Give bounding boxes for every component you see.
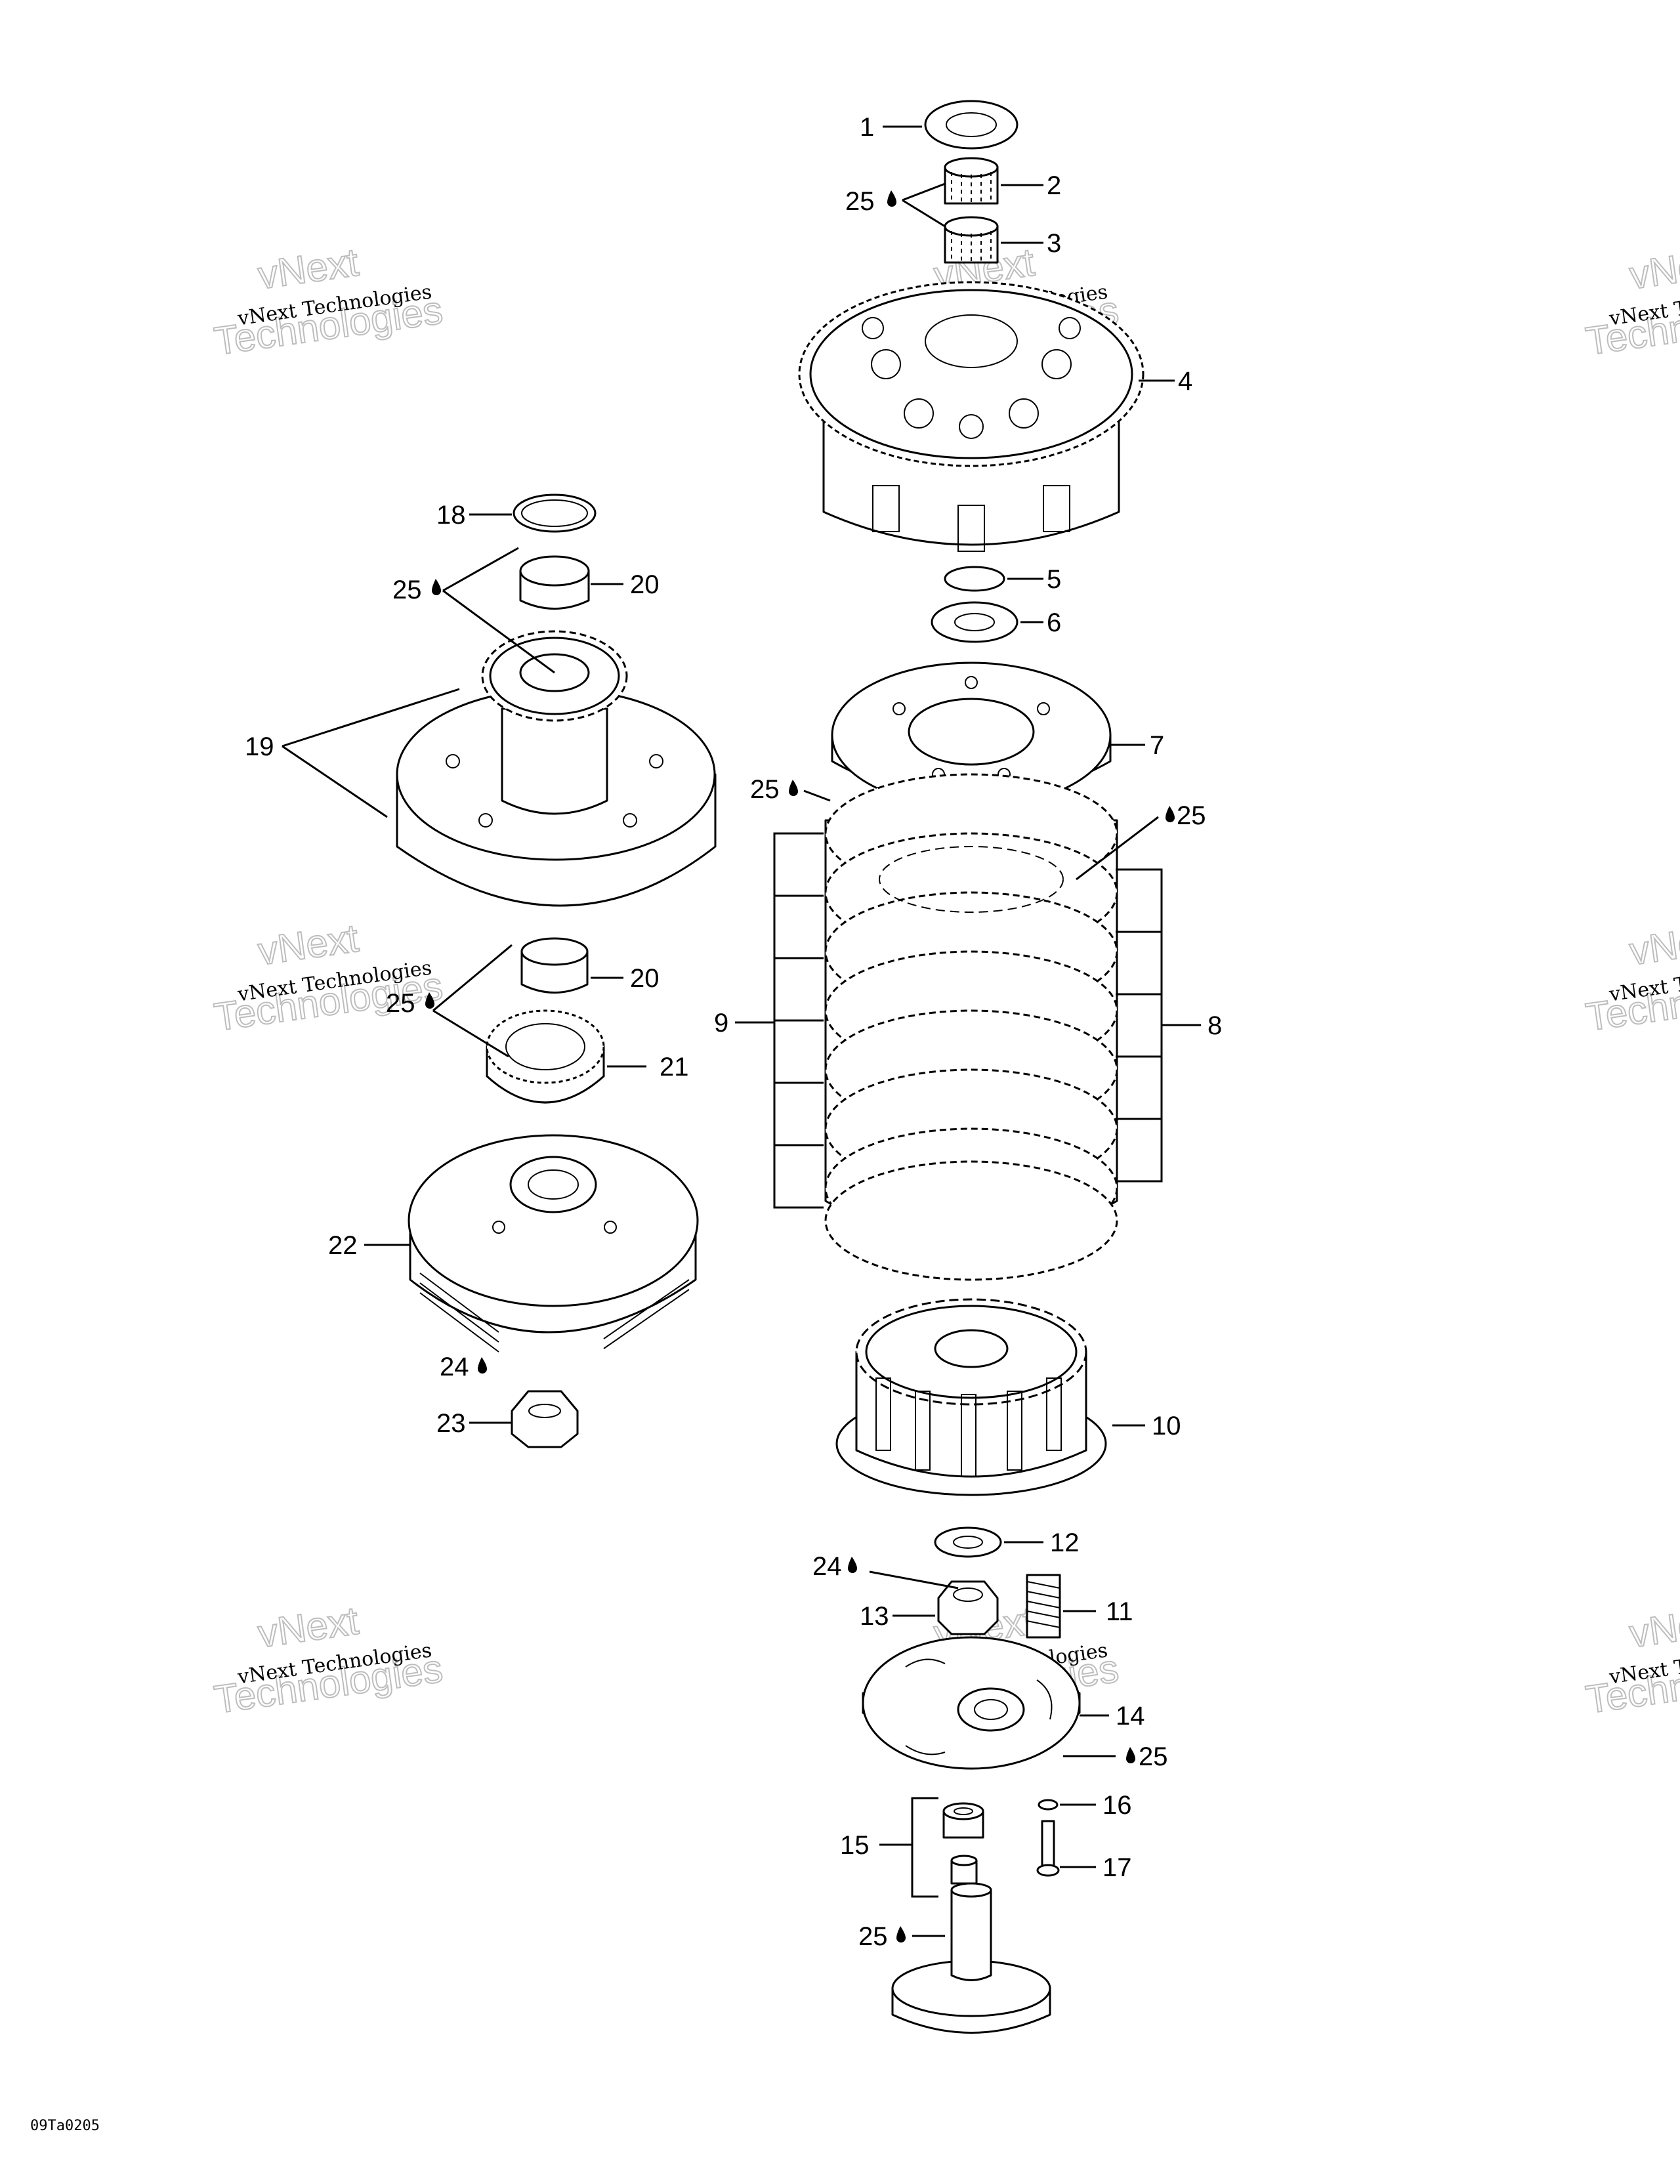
part-2-needle-bearing [944,157,999,205]
callout-20-b: 20 [630,964,660,993]
oil-drop-icon [1166,806,1175,822]
part-11-spring [1026,1574,1061,1639]
callout-8: 8 [1208,1011,1222,1040]
callout-20-a: 20 [630,570,660,599]
part-5-o-ring [944,566,1005,592]
callout-19: 19 [245,732,274,761]
oil-drop-icon [478,1357,487,1374]
part-13-nut [937,1580,999,1635]
callout-4: 4 [1178,367,1192,396]
part-23-nut [511,1390,579,1448]
callout-25-e: 25 [386,989,415,1018]
callout-25-b: 25 [750,775,780,804]
callout-21: 21 [660,1053,689,1082]
callout-16: 16 [1102,1791,1132,1820]
callout-25-f: 25 [858,1922,888,1951]
drawing-code: 09Ta0205 [30,2118,100,2134]
watermark-big-a: vNext [255,916,362,974]
callout-25-c: 25 [1177,801,1206,830]
callout-18: 18 [436,501,466,530]
part-18-o-ring [513,494,597,533]
watermark-9: vNext Technologies vNext Technologies [1582,1598,1680,1723]
callout-22: 22 [328,1231,358,1260]
part-4-clutch-housing-gear [798,281,1144,552]
part-10-clutch-hub [835,1298,1107,1496]
watermark-big-a: vNext [1627,916,1680,974]
part-6-washer [931,601,1018,643]
part-12-lock-washer [934,1526,1002,1558]
part-3-needle-bearing [944,216,999,264]
callout-3: 3 [1047,229,1061,258]
callout-1: 1 [860,113,874,142]
part-16-small-washer [1038,1799,1059,1811]
callout-labels: 1 2 3 25 4 5 6 7 25 25 9 8 10 12 24 13 1… [245,113,1222,1951]
watermark-big-a: vNext [255,1599,362,1656]
part-20-bushing-lower [520,937,589,994]
callout-12: 12 [1050,1528,1080,1557]
part-15-bearing-assembly [942,1802,984,1885]
part-17-bolt [1036,1820,1060,1877]
oil-drop-icon [1126,1747,1135,1763]
oil-drop-icon [887,190,896,207]
watermark-big-a: vNext [255,240,362,298]
oil-drop-icon [789,780,798,796]
callout-25-d: 25 [392,576,422,604]
part-14-lifter-plate [862,1636,1081,1770]
oil-drop-icons [425,190,1175,1942]
oil-drop-icon [432,579,441,595]
part-21-sprag-clutch [486,1009,605,1104]
callout-9: 9 [714,1009,728,1038]
callout-25-g: 25 [1139,1742,1168,1771]
callout-17: 17 [1102,1853,1132,1882]
callout-24-a: 24 [440,1353,469,1381]
callout-10: 10 [1152,1412,1181,1440]
watermark-3: vNext Technologies vNext Technologies [211,915,446,1040]
part-push-rod [891,1882,1051,2034]
part-20-bushing-upper [519,555,590,610]
watermark-5: vNext Technologies vNext Technologies [211,1598,446,1723]
watermark-big-a: vNext [1627,1599,1680,1656]
callout-6: 6 [1047,608,1061,637]
watermark-big-a: vNext [1627,240,1680,298]
watermark-7: vNext Technologies vNext Technologies [1582,240,1680,364]
watermark-8: vNext Technologies vNext Technologies [1582,915,1680,1040]
callout-15: 15 [840,1831,870,1860]
part-22-starter-drum [408,1134,699,1353]
part-8-9-clutch-plate-stack [824,773,1118,1281]
oil-drop-icon [848,1557,857,1573]
oil-drop-icon [425,992,434,1009]
watermark-1: vNext Technologies vNext Technologies [211,240,446,364]
oil-drop-icon [896,1926,906,1942]
callout-5: 5 [1047,565,1061,594]
callout-24-b: 24 [812,1552,842,1581]
part-19-starter-clutch-gear [396,630,717,907]
leader-lines [282,125,1201,1937]
callout-14: 14 [1116,1702,1145,1731]
callout-23: 23 [436,1409,466,1438]
part-1-thrust-washer [924,100,1018,150]
callout-11: 11 [1106,1597,1133,1626]
callout-25-a: 25 [845,187,875,216]
callout-13: 13 [860,1602,889,1631]
callout-7: 7 [1150,731,1164,760]
callout-2: 2 [1047,171,1061,200]
